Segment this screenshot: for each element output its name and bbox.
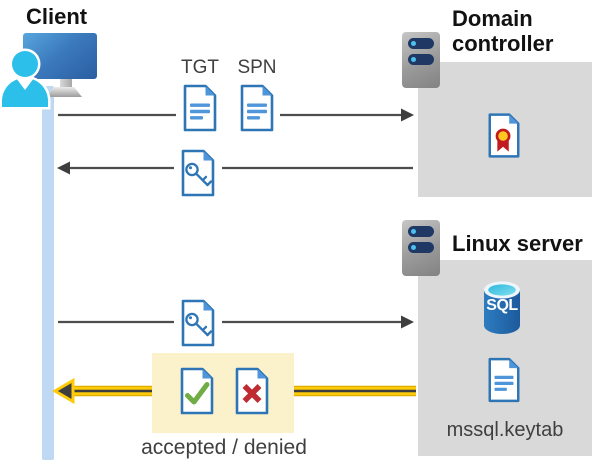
result-highlight-box xyxy=(152,353,294,433)
spn-label: SPN xyxy=(237,57,277,78)
accepted-check-document-icon xyxy=(180,367,214,415)
domain-controller-server-icon xyxy=(402,32,440,88)
monitor-stand xyxy=(60,79,72,88)
tgt-label: TGT xyxy=(181,57,219,78)
key-document-icon xyxy=(181,299,215,347)
ticket-reply-arrow xyxy=(57,161,413,175)
spn-document-icon xyxy=(240,84,274,132)
denied-x-document-icon xyxy=(235,367,269,415)
sql-database-icon xyxy=(484,281,520,334)
user-collar xyxy=(16,78,34,90)
sql-badge-label: SQL xyxy=(486,297,518,314)
request-arrow-tgt-spn xyxy=(58,108,414,122)
ticket-to-server-arrow xyxy=(58,315,414,329)
certificate-document-icon xyxy=(488,113,520,158)
result-label: accepted / denied xyxy=(141,436,307,459)
user-head-icon xyxy=(12,51,38,77)
monitor-base xyxy=(46,87,82,97)
linux-server-title: Linux server xyxy=(452,231,583,256)
key-document-icon xyxy=(181,149,215,197)
linux-server-icon xyxy=(402,220,440,276)
tgt-document-icon xyxy=(183,84,217,132)
domain-controller-title: Domain controller xyxy=(452,6,554,56)
keytab-document-icon xyxy=(488,357,520,403)
keytab-file-label: mssql.keytab xyxy=(446,419,564,441)
client-title: Client xyxy=(26,4,88,29)
client-lifeline xyxy=(42,86,54,460)
